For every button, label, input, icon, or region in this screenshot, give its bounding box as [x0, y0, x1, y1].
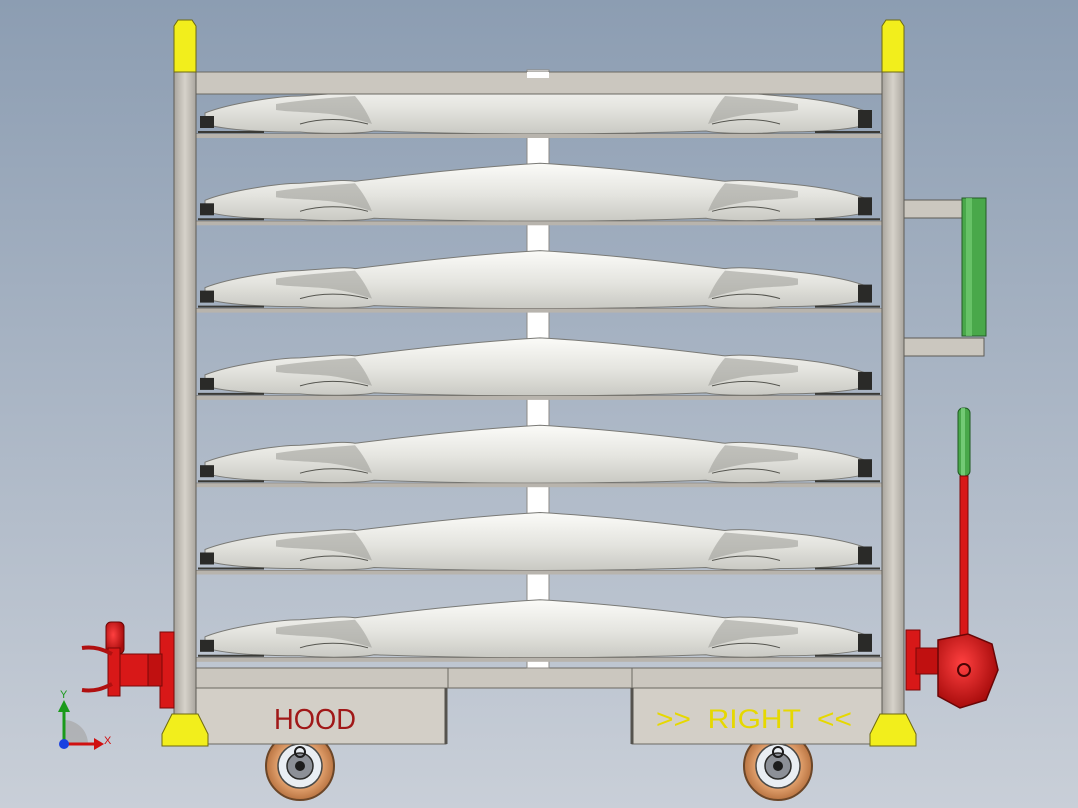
base-rail [193, 667, 885, 689]
shelf-rail [196, 483, 882, 488]
shelf-7 [195, 598, 883, 662]
left-lock [81, 621, 175, 709]
shelves [195, 75, 883, 662]
shelf-rail [196, 221, 882, 226]
left-post [173, 69, 197, 715]
coordinate-triad: Y X [58, 689, 112, 750]
shelf-rail [196, 570, 882, 575]
shelf-rail [196, 134, 882, 138]
shelf-4 [195, 336, 883, 400]
hood-panel [195, 687, 447, 745]
shelf-rail [196, 657, 882, 662]
hood-label: HOOD [274, 704, 356, 736]
shelf-6 [195, 511, 883, 575]
shelf-2 [195, 162, 883, 226]
right-panel [631, 687, 883, 745]
brake-lever [905, 407, 999, 709]
post-caps [161, 19, 917, 747]
shelf-3 [195, 249, 883, 313]
triad-x-label: X [104, 735, 112, 747]
push-handle [903, 197, 987, 357]
shelf-1 [195, 75, 883, 138]
shelf-rail [196, 395, 882, 400]
right-label: >> RIGHT << [656, 704, 852, 734]
shelf-rail [196, 308, 882, 313]
triad-y-label: Y [60, 689, 68, 701]
shelf-5 [195, 424, 883, 488]
left-wheel [265, 731, 335, 801]
right-post [881, 69, 905, 715]
